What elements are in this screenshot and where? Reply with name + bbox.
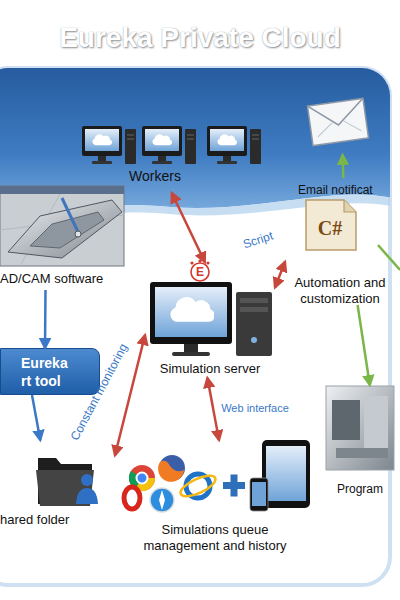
- connector-arrow: [341, 155, 344, 178]
- node-box: Workers: [60, 118, 275, 193]
- node-label: AD/CAM software: [0, 271, 130, 287]
- connector-arrow: [32, 395, 40, 440]
- node-box: AD/CAM software: [0, 185, 130, 290]
- connector-arrow: [44, 290, 47, 348]
- icon-text: C#: [318, 218, 342, 238]
- green-link: [378, 245, 400, 270]
- mobile-devices: [250, 440, 310, 511]
- connector-arrow: [275, 262, 285, 288]
- node-box: Automation and customization: [285, 178, 395, 305]
- node-box: Simulation server: [145, 262, 275, 378]
- node-label: Automation and customization: [285, 275, 395, 308]
- node-label: Simulations queue management and history: [140, 522, 290, 555]
- node-box: Eureka rt tool: [0, 348, 100, 395]
- node-label: hared folder: [0, 512, 115, 528]
- cad-screenshot: [0, 186, 124, 266]
- envelope-icon: [307, 98, 368, 145]
- node-label: Workers: [80, 168, 230, 186]
- node-box: Simulations queue management and history: [115, 440, 315, 560]
- server-computer: [150, 282, 272, 356]
- node-label: Eureka rt tool: [21, 355, 79, 390]
- eureka-logo: [190, 259, 209, 281]
- logo-letter: E: [196, 266, 204, 278]
- node-box: Program: [325, 385, 395, 500]
- plus-sign: [223, 475, 245, 497]
- script-document-icon: [306, 200, 356, 250]
- node-label: Simulation server: [145, 361, 275, 377]
- edge-label: Web interface: [221, 403, 289, 414]
- browser-logos: [124, 455, 218, 512]
- worker-computers: [82, 126, 261, 164]
- node-box: hared folder: [0, 440, 115, 530]
- connector-arrow: [172, 193, 205, 262]
- connector-arrow: [207, 378, 219, 440]
- node-label: Program: [337, 482, 397, 497]
- diagram-title: Eureka Private Cloud: [0, 22, 400, 54]
- connector-arrow: [358, 305, 370, 385]
- node-box: Email notificat: [298, 95, 393, 155]
- node-label: Email notificat: [298, 183, 398, 198]
- folder-icon: [36, 458, 98, 506]
- machine-photo: [326, 386, 394, 470]
